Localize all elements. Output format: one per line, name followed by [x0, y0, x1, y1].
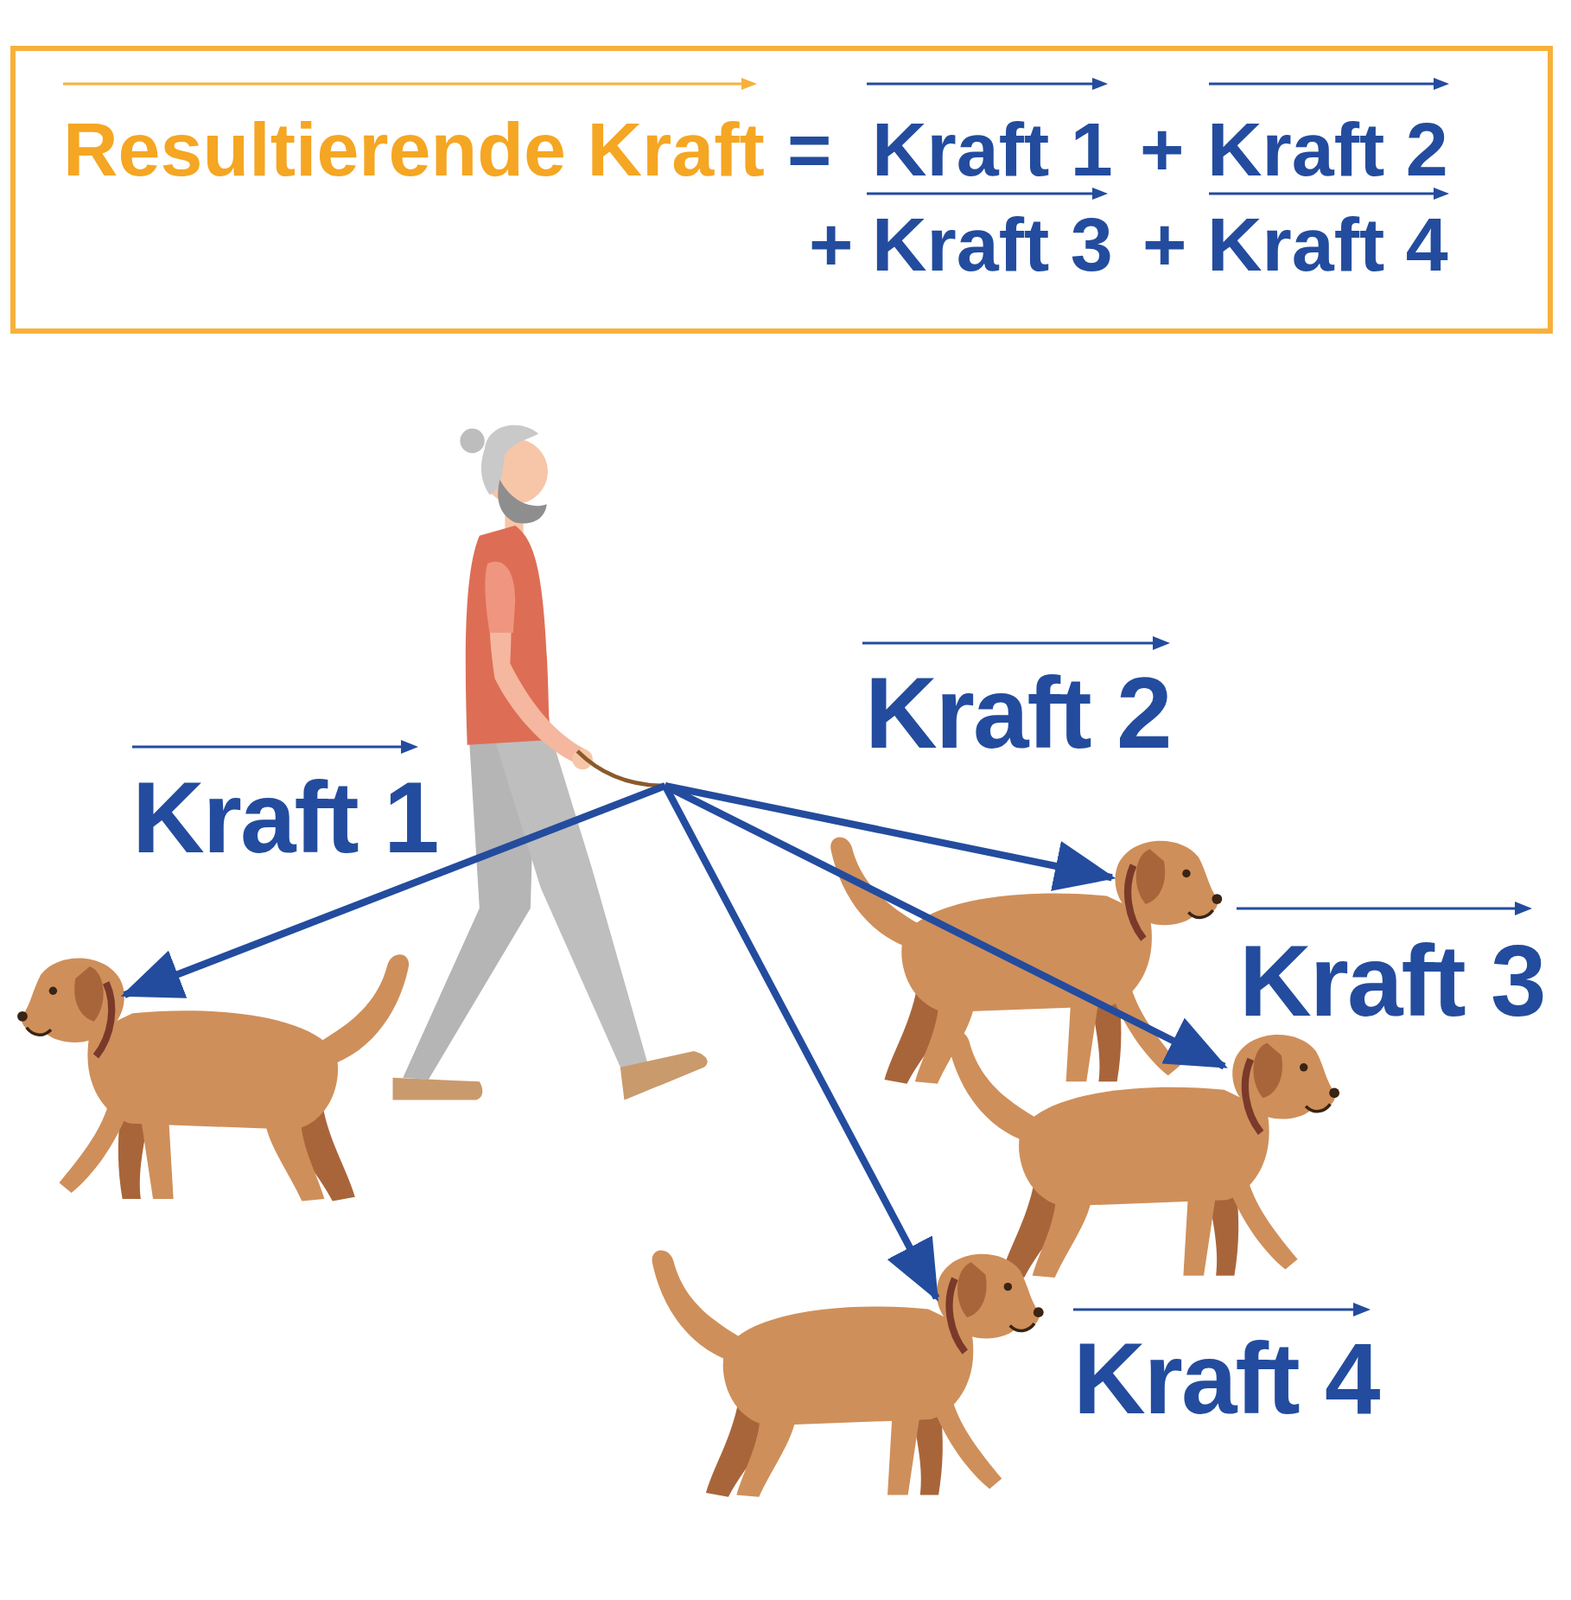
vector-arrow-head — [1092, 77, 1108, 90]
vector-arrow — [866, 82, 1094, 86]
equation-term: Kraft 4 — [1207, 206, 1449, 283]
equation-term: = — [787, 111, 832, 188]
man-beard — [497, 479, 547, 524]
equation-term: Kraft 2 — [1207, 111, 1449, 188]
result-term: Resultierende Kraft — [63, 111, 765, 188]
force-arrow — [665, 785, 1225, 1067]
vector-arrow-head — [741, 77, 757, 90]
vector-arrow — [63, 82, 744, 86]
vector-arrow — [1073, 1308, 1355, 1311]
dog — [652, 1250, 1044, 1497]
dog — [17, 954, 409, 1201]
vector-arrow-head — [400, 739, 419, 754]
man-bun — [459, 428, 484, 453]
force-label: Kraft 4 — [1073, 1328, 1379, 1429]
vector-arrow — [132, 745, 403, 749]
force-arrow — [665, 785, 1113, 878]
force-arrow — [665, 785, 937, 1298]
force-label: Kraft 2 — [865, 662, 1171, 764]
equation-term: + — [1139, 111, 1184, 188]
vector-arrow-head — [1092, 187, 1108, 200]
vector-arrow-head — [1152, 636, 1171, 650]
vector-arrow-head — [1353, 1302, 1371, 1317]
dog — [830, 836, 1222, 1083]
vector-arrow-head — [1433, 77, 1450, 90]
vector-arrow — [862, 642, 1155, 645]
equation-box: Resultierende Kraft=Kraft 1+Kraft 2+Kraf… — [10, 45, 1553, 334]
man-sleeve — [484, 561, 516, 633]
dog — [947, 1030, 1340, 1278]
vector-arrow — [1208, 82, 1436, 86]
man-shoe — [620, 1050, 708, 1101]
vector-arrow — [1208, 192, 1436, 196]
man-hair — [481, 425, 539, 496]
vector-arrow-head — [1433, 187, 1450, 200]
vector-arrow-head — [1514, 901, 1533, 916]
force-label: Kraft 1 — [132, 767, 438, 868]
equation-term: + — [808, 206, 853, 283]
equation-term: Kraft 3 — [871, 206, 1114, 283]
man-leg — [495, 734, 649, 1072]
equation-term: Kraft 1 — [871, 111, 1114, 188]
force-label: Kraft 3 — [1239, 930, 1545, 1031]
equation-term: + — [1142, 206, 1187, 283]
vector-arrow — [866, 192, 1094, 196]
leash — [577, 750, 666, 786]
man-shoe — [393, 1077, 484, 1101]
vector-arrow — [1236, 907, 1517, 910]
